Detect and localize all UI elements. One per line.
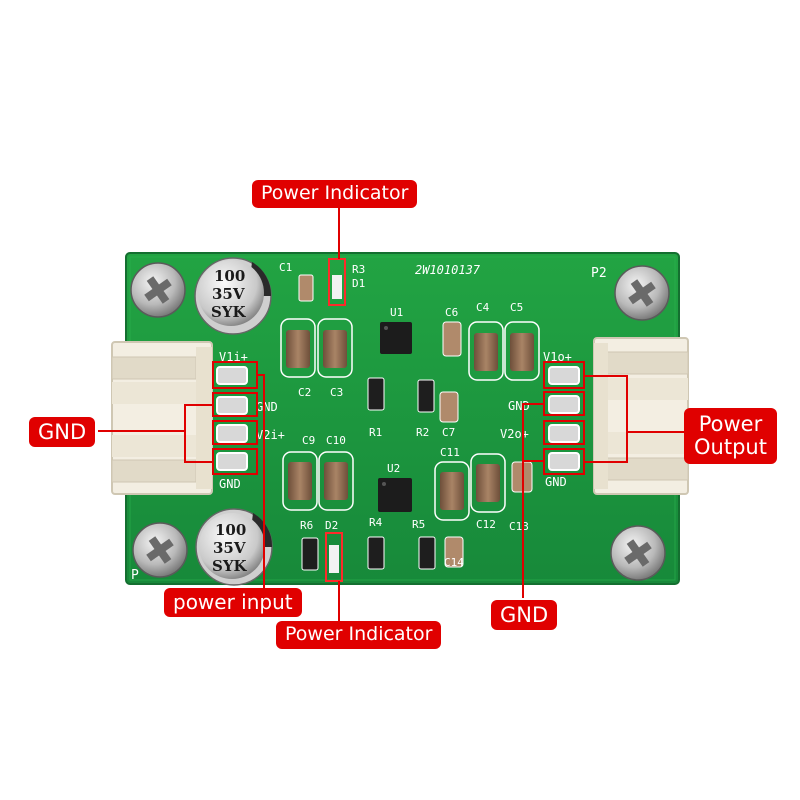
designator-c13: C13 [509,520,529,533]
pin-label-v2i: V2i+ [256,428,285,442]
mounting-screw-bottom-right [610,525,666,581]
electrolytic-capacitor-top: 100 35V SYK [194,257,272,335]
mlcc-capacitors [280,274,540,568]
mounting-screw-top-left [130,262,186,318]
cap-bottom-brand: SYK [212,557,248,575]
cap-bottom-value: 100 [215,521,246,539]
mounting-screw-bottom-left [132,522,188,578]
callout-power-input: power input [164,588,302,617]
electrolytic-capacitor-bottom: 100 35V SYK [195,508,273,586]
pin-label-v1i: V1i+ [219,350,248,364]
pin-label-gnd-3: GND [508,399,530,413]
designator-r6: R6 [300,519,313,532]
designator-c6: C6 [445,306,458,319]
designator-r2: R2 [416,426,429,439]
designator-c11: C11 [440,446,460,459]
ic-u1 [380,322,412,354]
output-connector [593,337,689,495]
designator-c3: C3 [330,386,343,399]
callout-lines [98,205,684,622]
designator-c7: C7 [442,426,455,439]
callout-gnd-bottom: GND [491,600,558,631]
cap-top-brand: SYK [211,303,247,321]
led-d2 [325,532,343,582]
callout-gnd-left: GND [29,417,96,448]
designator-c1: C1 [279,261,292,274]
designator-c2: C2 [298,386,311,399]
designator-r4: R4 [369,516,383,529]
pin-label-v1o: V1o+ [543,350,572,364]
cap-top-voltage: 35V [212,285,245,303]
designator-r1: R1 [369,426,382,439]
designator-c4: C4 [476,301,490,314]
port-label-p2: P2 [591,266,607,281]
pin-label-v2o: V2o+ [500,427,529,441]
led-d1 [328,258,346,306]
input-connector [111,341,213,495]
designator-d1: D1 [352,277,365,290]
designator-c9: C9 [302,434,315,447]
mounting-screw-top-right [614,265,670,321]
pin-label-gnd-2: GND [219,477,241,491]
designator-r5: R5 [412,518,425,531]
designator-u1: U1 [390,306,403,319]
smd-resistors [301,377,436,571]
designator-d2: D2 [325,519,338,532]
designator-u2: U2 [387,462,400,475]
designator-c10: C10 [326,434,346,447]
port-label-p1: P [131,568,139,583]
callout-power-indicator-top: Power Indicator [252,180,418,208]
pin-label-gnd-4: GND [545,475,567,489]
callout-power-indicator-bottom: Power Indicator [276,621,442,649]
designator-r3: R3 [352,263,365,276]
board-serial: 2W1010137 [415,263,481,277]
output-pads [548,366,580,471]
callout-power-output: Power Output [684,408,777,465]
designator-c14: C14 [444,556,464,569]
cap-top-value: 100 [214,267,245,285]
ic-u2 [378,478,412,512]
cap-bottom-voltage: 35V [213,539,246,557]
pin-label-gnd-1: GND [256,400,278,414]
input-pads [216,366,248,471]
designator-c12: C12 [476,518,496,531]
designator-c5: C5 [510,301,523,314]
